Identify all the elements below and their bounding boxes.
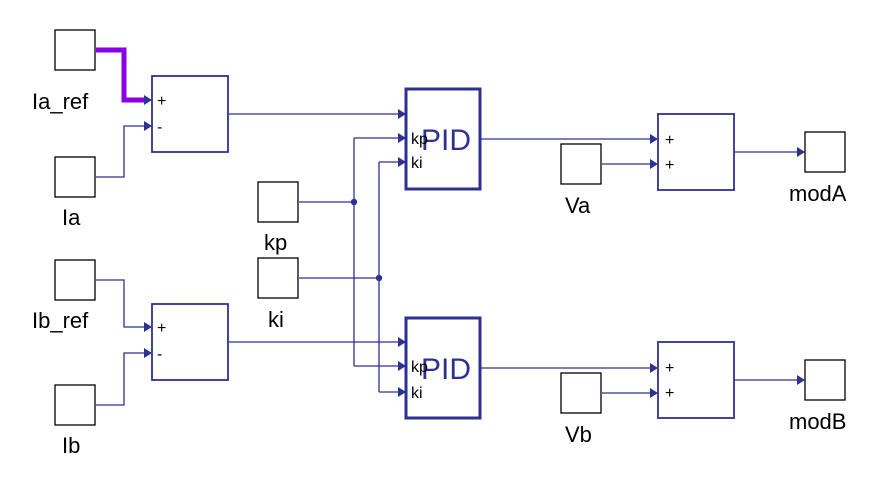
pid-a-title: PID — [421, 124, 471, 157]
port-ki[interactable]: ki — [257, 257, 299, 332]
arrowhead — [144, 348, 152, 358]
sum-b-minus-sign: - — [157, 346, 162, 363]
add-b-plus-sign-2: + — [665, 385, 674, 402]
sum-b-plus-sign: + — [157, 320, 166, 337]
port-ib-ref[interactable]: Ib_ref — [32, 259, 96, 333]
wire-ib-ref[interactable] — [96, 279, 146, 328]
add-a-plus-sign-2: + — [665, 157, 674, 174]
port-ia-label: Ia — [62, 205, 81, 230]
pid-a-pin-ki: ki — [411, 155, 423, 172]
sum-a-minus-sign: - — [157, 119, 162, 136]
port-vb-label: Vb — [565, 422, 592, 447]
port-ib-label: Ib — [62, 433, 80, 458]
sum-a-plus-sign: + — [157, 93, 166, 110]
port-modb[interactable]: modB — [789, 359, 846, 434]
port-ia[interactable]: Ia — [54, 156, 96, 230]
sum-block-a[interactable]: + - — [151, 75, 229, 153]
arrowhead — [144, 121, 152, 131]
port-va-label: Va — [565, 193, 591, 218]
junction-ki — [375, 274, 383, 282]
port-kp[interactable]: kp — [257, 181, 299, 255]
add-b-plus-sign-1: + — [665, 360, 674, 377]
add-block-b[interactable]: + + — [657, 341, 735, 419]
wire-ib[interactable] — [96, 352, 146, 406]
arrowhead — [398, 157, 406, 167]
arrowhead — [650, 363, 658, 373]
arrowhead — [398, 337, 406, 347]
sum-block-b[interactable]: + - — [151, 303, 229, 381]
wire-ia-ref-selected[interactable] — [96, 47, 146, 103]
port-ki-label: ki — [268, 307, 284, 332]
arrowhead — [398, 387, 406, 397]
arrowhead — [144, 95, 152, 105]
arrowhead — [398, 133, 406, 143]
port-moda[interactable]: modA — [789, 131, 847, 206]
arrowhead — [650, 159, 658, 169]
port-ia-ref[interactable]: Ia_ref — [32, 29, 96, 114]
port-ib[interactable]: Ib — [54, 384, 96, 458]
port-ia-ref-label: Ia_ref — [32, 89, 89, 114]
port-moda-label: modA — [789, 181, 847, 206]
add-block-a[interactable]: + + — [657, 113, 735, 191]
port-modb-label: modB — [789, 409, 846, 434]
port-ib-ref-label: Ib_ref — [32, 308, 89, 333]
arrowhead — [797, 147, 805, 157]
pid-block-a[interactable]: PID kp ki — [404, 87, 482, 191]
arrowhead — [398, 361, 406, 371]
junction-kp — [350, 198, 358, 206]
add-a-plus-sign-1: + — [665, 132, 674, 149]
port-vb[interactable]: Vb — [560, 372, 602, 447]
arrowhead — [650, 388, 658, 398]
pid-b-pin-ki: ki — [411, 385, 423, 402]
arrowhead — [144, 322, 152, 332]
pid-block-b[interactable]: PID kp ki — [404, 316, 482, 420]
pid-a-pin-kp: kp — [411, 131, 428, 148]
arrowhead — [650, 134, 658, 144]
port-va[interactable]: Va — [560, 143, 602, 218]
pid-b-title: PID — [421, 353, 471, 386]
wire-ia[interactable] — [96, 125, 146, 178]
pid-b-pin-kp: kp — [411, 359, 428, 376]
arrowhead — [398, 109, 406, 119]
arrowhead — [797, 375, 805, 385]
port-kp-label: kp — [264, 230, 287, 255]
